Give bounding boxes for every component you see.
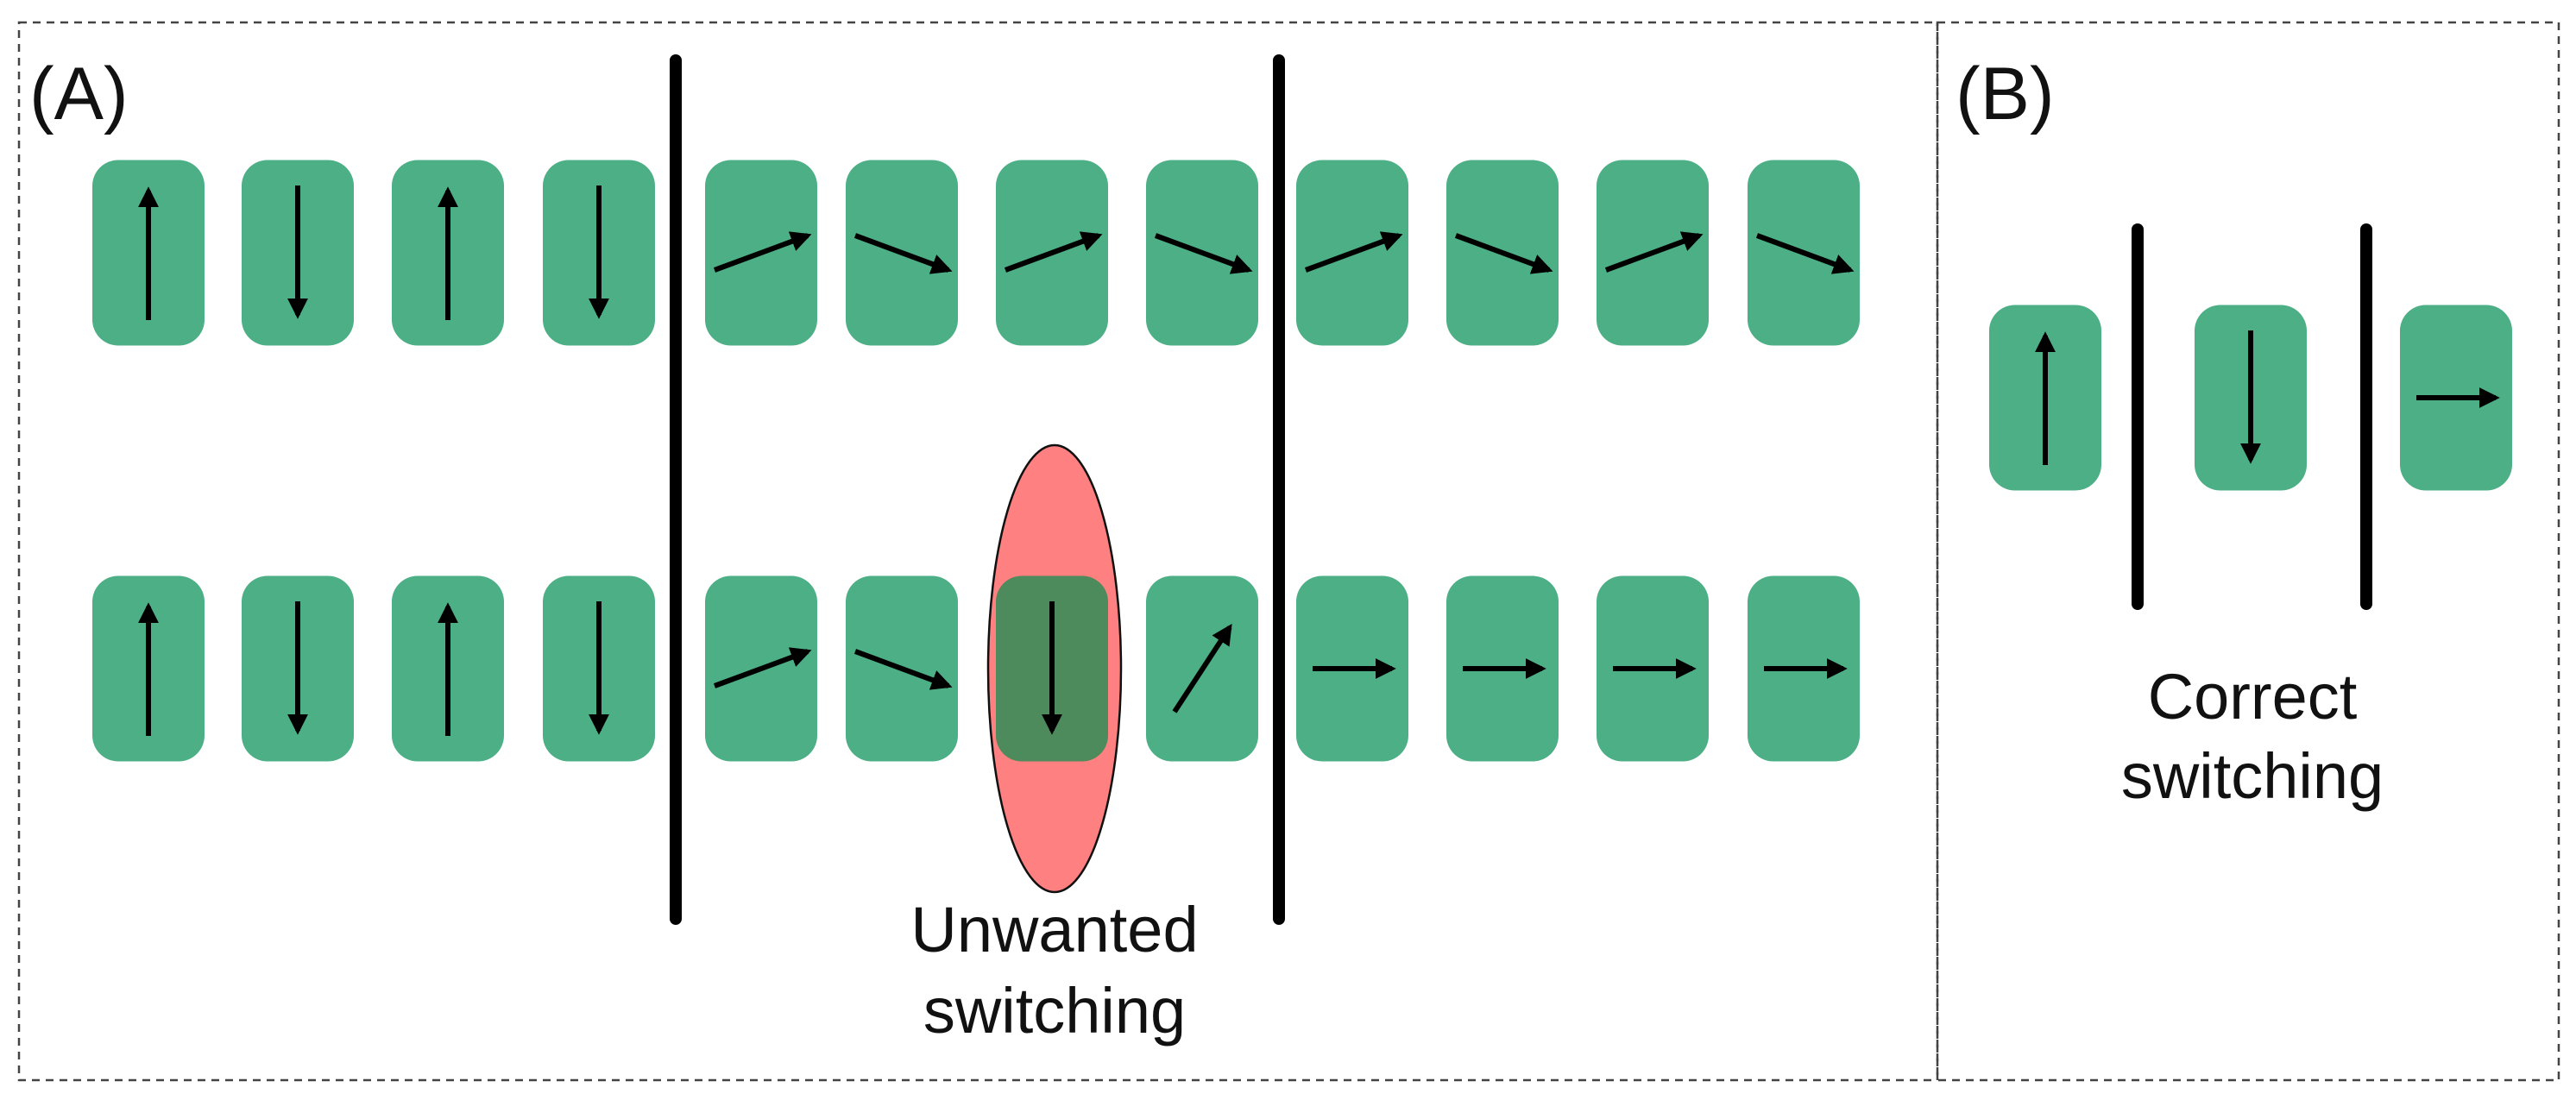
bottom-row-cell-11: [1597, 575, 1709, 762]
bottom-row-cell-9: [1296, 575, 1408, 762]
top-row-cell-4: [543, 160, 655, 346]
panel-b-cell-1: [1989, 305, 2101, 491]
magnetization-arrow-ne: [1304, 231, 1403, 273]
magnetization-arrow-ne: [1604, 231, 1704, 273]
top-row-cell-2: [242, 160, 354, 346]
magnetization-arrow-se: [1154, 233, 1253, 274]
panel-b-frame: [1936, 21, 2560, 1082]
bottom-row-cell-2: [242, 575, 354, 762]
top-row-cell-9: [1296, 160, 1408, 346]
top-row-cell-6: [846, 160, 958, 346]
top-row-cell-11: [1597, 160, 1709, 346]
bottom-row-cell-4: [543, 575, 655, 762]
panel-a-label: (A): [29, 53, 129, 135]
magnetization-arrow-ne: [713, 231, 812, 273]
top-row-cell-1: [92, 160, 205, 346]
magnetization-arrow-se: [853, 649, 953, 690]
magnetization-arrow-se: [1755, 233, 1855, 274]
bottom-row-cell-3: [392, 575, 504, 762]
bottom-row-cell-1: [92, 575, 205, 762]
top-row-cell-8: [1146, 160, 1258, 346]
panel-b-cell-3: [2400, 305, 2512, 491]
top-row-cell-3: [392, 160, 504, 346]
panel-b-label: (B): [1956, 53, 2055, 135]
magnetization-arrow-se: [853, 233, 953, 274]
panel-a-frame: [17, 21, 1939, 1082]
top-row-cell-5: [705, 160, 817, 346]
top-row-cell-12: [1748, 160, 1860, 346]
panel-b-cell-2: [2195, 305, 2307, 491]
unwanted-switching-line-2: switching: [923, 975, 1186, 1047]
bottom-row-cell-7: [996, 575, 1108, 762]
magnetization-arrow-steep-ne: [1172, 623, 1232, 713]
bottom-row-cell-6: [846, 575, 958, 762]
top-row-cell-7: [996, 160, 1108, 346]
correct-switching-line-2: switching: [2121, 740, 2384, 812]
bottom-row-cell-10: [1446, 575, 1559, 762]
correct-switching-line-1: Correct: [2148, 661, 2358, 732]
bottom-row-cell-12: [1748, 575, 1860, 762]
magnetization-arrow-ne: [713, 647, 812, 688]
magnet-cells: [92, 160, 2512, 762]
bottom-row-cell-8: [1146, 575, 1258, 762]
magnetization-arrow-se: [1454, 233, 1553, 274]
top-row-cell-10: [1446, 160, 1559, 346]
magnetization-arrow-ne: [1004, 231, 1103, 273]
bottom-row-cell-5: [705, 575, 817, 762]
unwanted-switching-line-1: Unwanted: [910, 894, 1198, 965]
